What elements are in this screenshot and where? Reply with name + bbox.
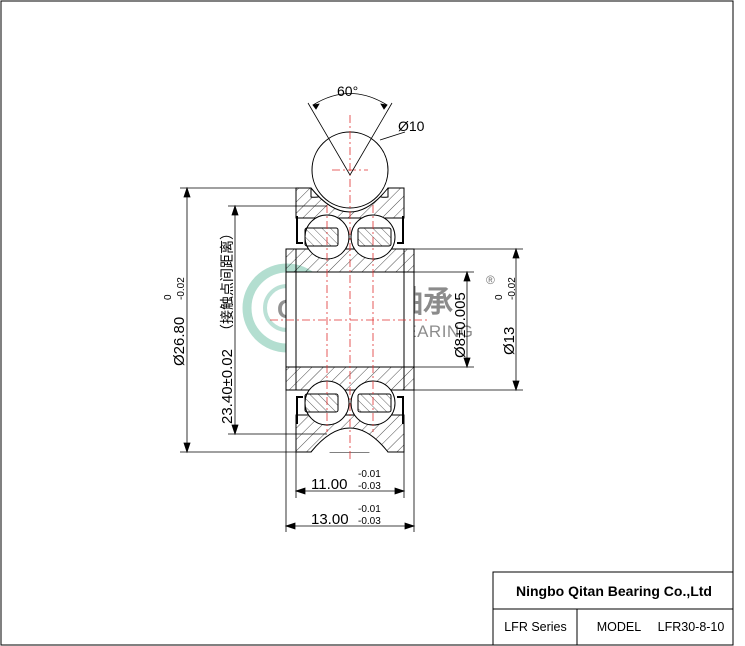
cage-top-right <box>357 227 392 247</box>
center-lines <box>270 115 430 460</box>
company-name: Ningbo Qitan Bearing Co.,Ltd <box>516 582 712 599</box>
angle-dimension <box>307 93 406 176</box>
shoulder-diameter-tol-upper: 0 <box>494 294 505 300</box>
inner-width-tol-lower: -0.03 <box>358 481 381 492</box>
title-block <box>492 571 734 646</box>
model-label: MODEL <box>596 620 642 634</box>
cage-bottom-left <box>304 393 339 413</box>
angle-label: 60° <box>337 83 358 99</box>
outer-diameter-value: Ø26.80 <box>171 317 188 366</box>
watermark-registered: ® <box>486 273 495 287</box>
shoulder-diameter-tol-lower: -0.02 <box>507 277 518 300</box>
total-width-tol-upper: -0.01 <box>358 504 381 515</box>
series-label: LFR Series <box>504 620 567 634</box>
contact-distance-note: （接触点间距离） <box>219 226 235 338</box>
outer-diameter-tol-upper: 0 <box>163 294 174 300</box>
cage-bottom-right <box>357 393 392 413</box>
bore-diameter-value: Ø8±0.005 <box>452 292 469 358</box>
cage-top-left <box>304 227 339 247</box>
outer-diameter-tol-lower: -0.02 <box>176 277 187 300</box>
total-width-tol-lower: -0.03 <box>358 516 381 527</box>
inner-width-value: 11.00 <box>311 476 347 493</box>
ball-diameter-label: Ø10 <box>398 118 425 134</box>
total-width-value: 13.00 <box>311 511 349 528</box>
contact-distance-value: 23.40±0.02 <box>219 349 236 424</box>
shoulder-diameter-value: Ø13 <box>501 327 518 355</box>
left-dimension-lines <box>180 186 327 454</box>
inner-width-tol-upper: -0.01 <box>358 469 381 480</box>
model-value: LFR30-8-10 <box>657 620 725 634</box>
bottom-dimension-lines <box>284 390 416 532</box>
right-dimension-lines <box>414 247 523 392</box>
